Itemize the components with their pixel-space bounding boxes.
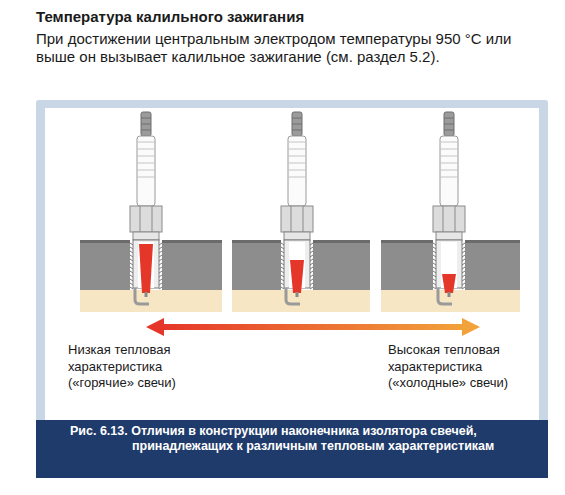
spark-plug bbox=[281, 112, 313, 304]
combustion-chamber bbox=[232, 290, 370, 312]
figure-ground bbox=[45, 108, 539, 420]
ground-electrode bbox=[438, 288, 452, 304]
heat-range-label: Высокая тепловая характеристика («холодн… bbox=[388, 342, 538, 392]
combustion-chamber bbox=[381, 290, 520, 312]
heat-range-label: Низкая тепловая характеристика («горячие… bbox=[68, 342, 228, 392]
insulator-tip bbox=[442, 274, 456, 293]
figure-caption: Рис. 6.13. Отличия в конструкции наконеч… bbox=[70, 424, 565, 454]
insulator-tip bbox=[139, 244, 153, 293]
spark-plugs bbox=[80, 112, 520, 312]
body-text: При достижении центральным электродом те… bbox=[36, 30, 516, 66]
spark-plug bbox=[433, 112, 465, 304]
heat-range-arrow bbox=[146, 318, 480, 336]
section-title: Температура калильного зажигания bbox=[36, 8, 536, 26]
spark-plug bbox=[130, 112, 162, 304]
ground-electrode bbox=[135, 288, 149, 304]
combustion-chamber bbox=[80, 290, 222, 312]
figure-frame bbox=[36, 100, 548, 478]
ground-electrode bbox=[286, 288, 300, 304]
insulator-tip bbox=[290, 260, 304, 293]
